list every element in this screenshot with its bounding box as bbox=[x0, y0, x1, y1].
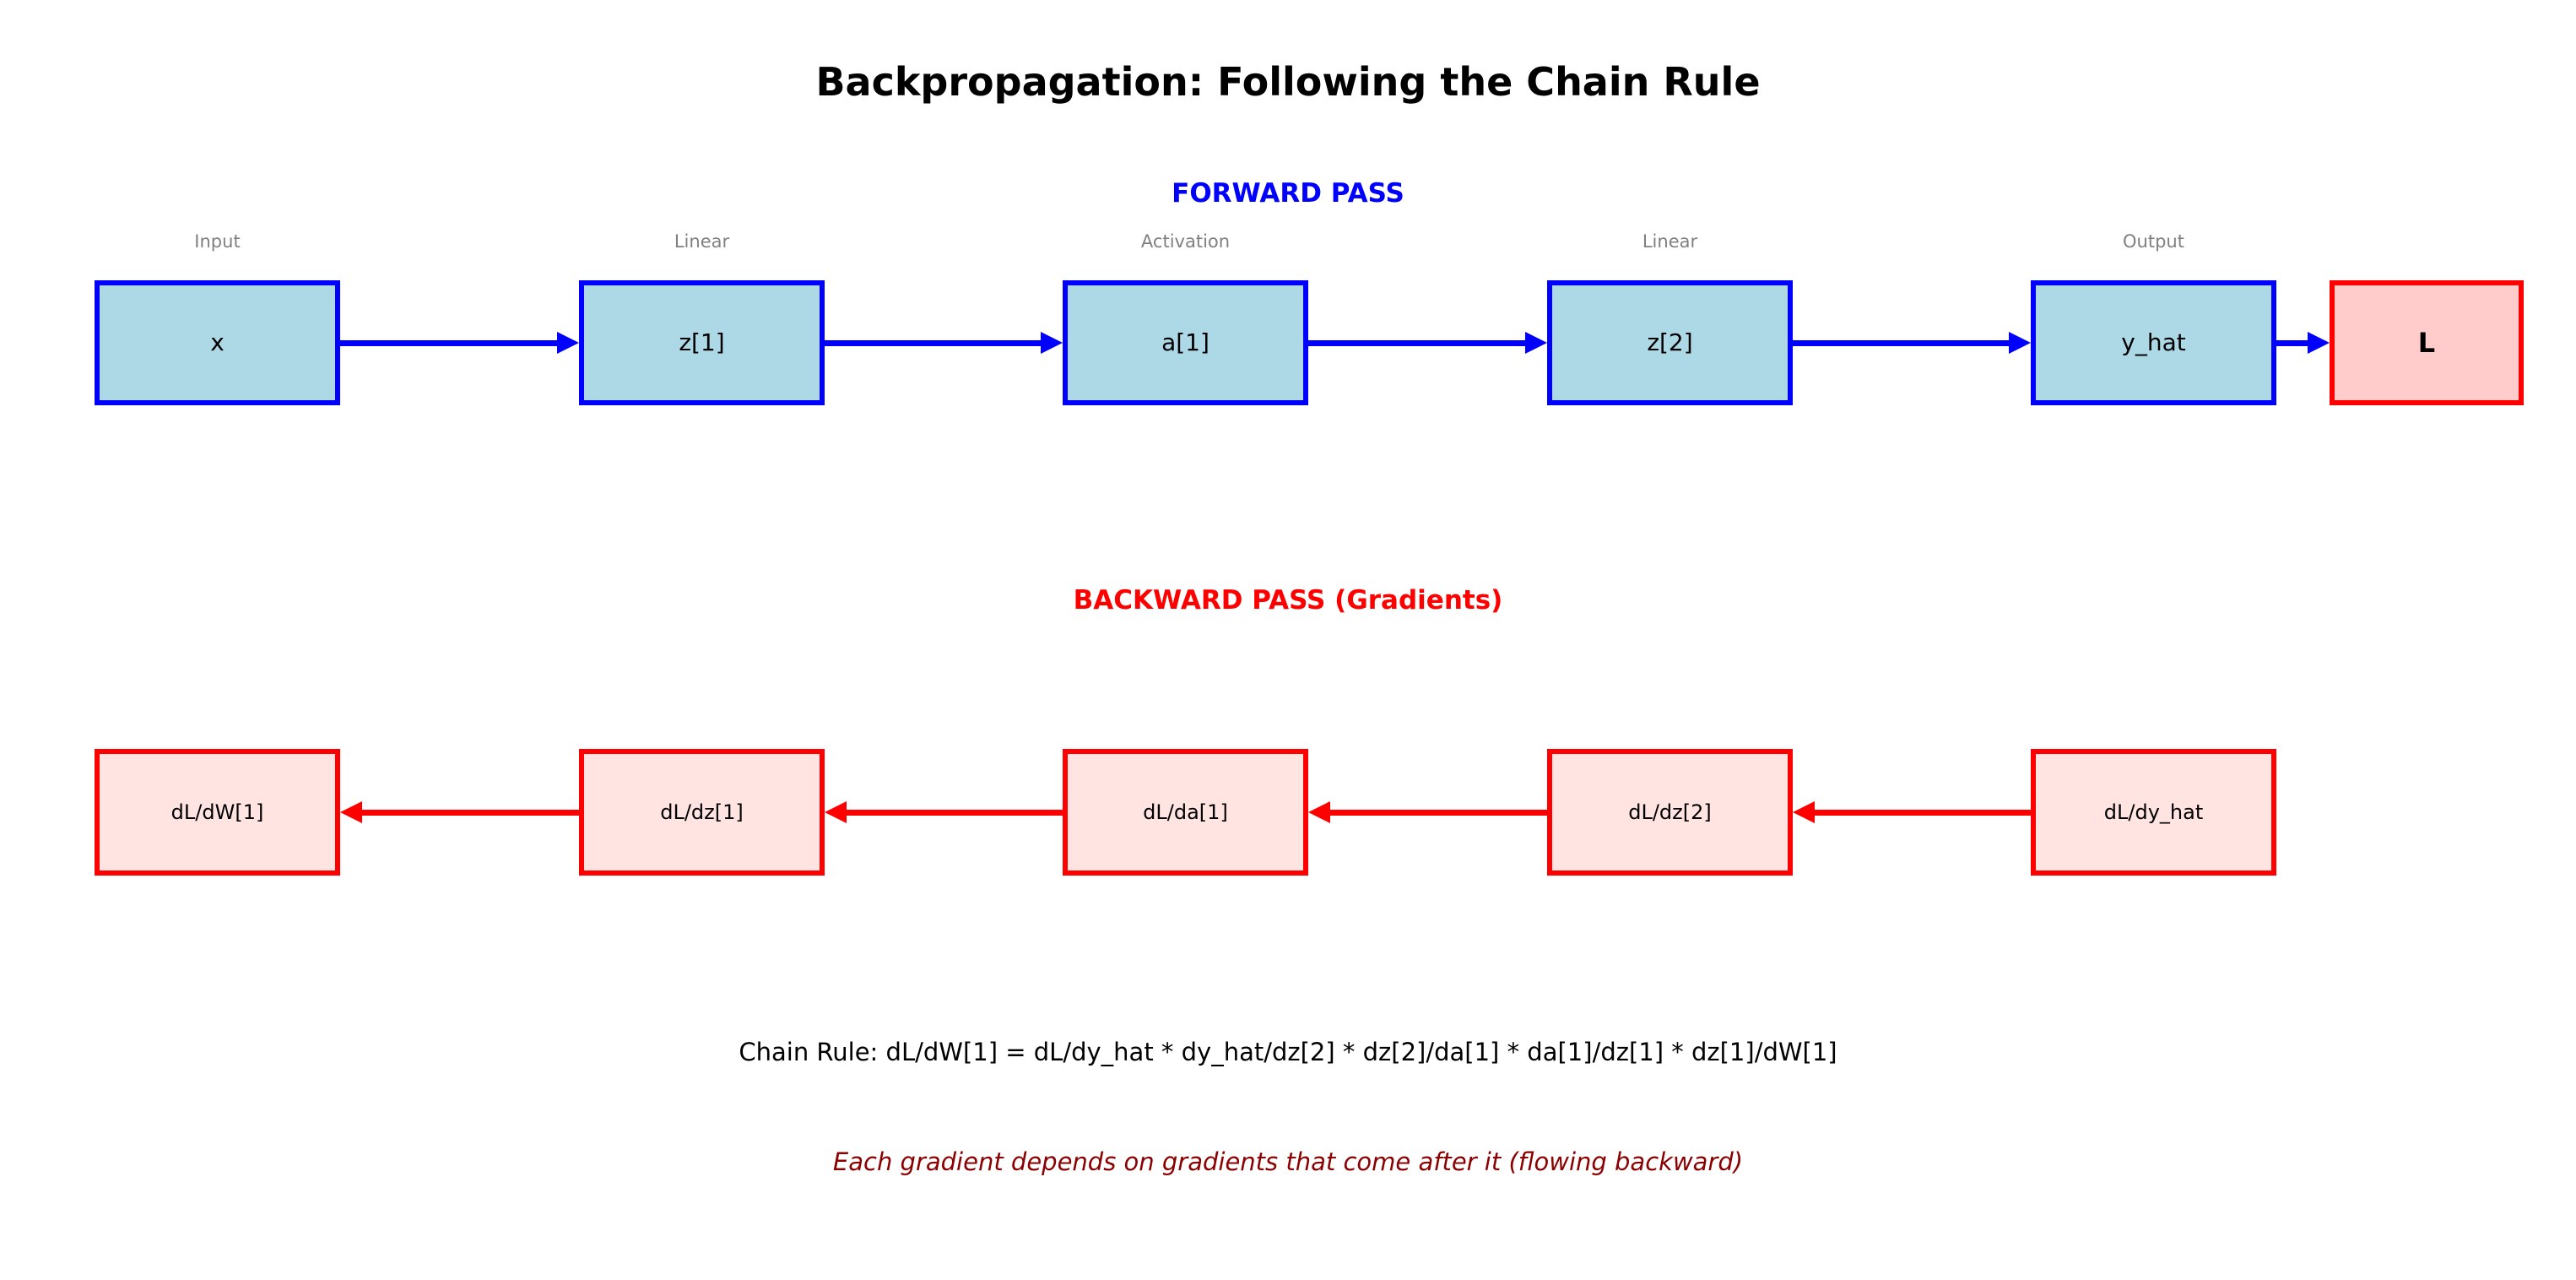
arrow-shaft bbox=[1329, 810, 1547, 816]
arrow-shaft bbox=[1308, 340, 1527, 346]
column-label-activation: Activation bbox=[1140, 231, 1231, 252]
forward-pass-heading: FORWARD PASS bbox=[1172, 178, 1404, 209]
gradient-flow-note: Each gradient depends on gradients that … bbox=[832, 1147, 1744, 1176]
backward-arrow-dz2-to-da1 bbox=[1308, 801, 1547, 823]
backward-arrow-dz1-to-dw1 bbox=[340, 801, 579, 823]
forward-arrow-a1-to-z2 bbox=[1308, 332, 1547, 354]
backward-box-dl-dz2: dL/dz[2] bbox=[1547, 749, 1793, 876]
arrow-shaft bbox=[2276, 340, 2309, 346]
forward-box-z1: z[1] bbox=[579, 280, 825, 405]
arrow-shaft bbox=[1793, 340, 2010, 346]
arrow-shaft bbox=[845, 810, 1063, 816]
forward-arrow-yhat-to-loss bbox=[2276, 332, 2330, 354]
chain-rule-text: Chain Rule: dL/dW[1] = dL/dy_hat * dy_ha… bbox=[739, 1038, 1837, 1066]
arrow-shaft bbox=[340, 340, 559, 346]
forward-box-a1: a[1] bbox=[1063, 280, 1308, 405]
forward-box-z2: z[2] bbox=[1547, 280, 1793, 405]
forward-box-y-hat: y_hat bbox=[2031, 280, 2276, 405]
backward-box-dl-da1: dL/da[1] bbox=[1063, 749, 1308, 876]
backward-arrow-da1-to-dz1 bbox=[825, 801, 1063, 823]
column-label-input: Input bbox=[194, 231, 241, 252]
forward-arrow-x-to-z1 bbox=[340, 332, 579, 354]
forward-arrow-z2-to-yhat bbox=[1793, 332, 2031, 354]
arrow-shaft bbox=[360, 810, 579, 816]
backward-arrow-dyhat-to-dz2 bbox=[1793, 801, 2031, 823]
backward-box-dl-dw1: dL/dW[1] bbox=[95, 749, 340, 876]
backward-box-dl-dyhat: dL/dy_hat bbox=[2031, 749, 2276, 876]
forward-arrow-z1-to-a1 bbox=[825, 332, 1063, 354]
arrow-shaft bbox=[1813, 810, 2031, 816]
backward-box-dl-dz1: dL/dz[1] bbox=[579, 749, 825, 876]
forward-box-x: x bbox=[95, 280, 340, 405]
column-label-output: Output bbox=[2123, 231, 2184, 252]
backward-pass-heading: BACKWARD PASS (Gradients) bbox=[1073, 585, 1503, 616]
loss-box: L bbox=[2330, 280, 2524, 405]
column-label-linear-1: Linear bbox=[674, 231, 730, 252]
page-title: Backpropagation: Following the Chain Rul… bbox=[815, 59, 1761, 105]
column-label-linear-2: Linear bbox=[1642, 231, 1698, 252]
arrow-shaft bbox=[825, 340, 1042, 346]
